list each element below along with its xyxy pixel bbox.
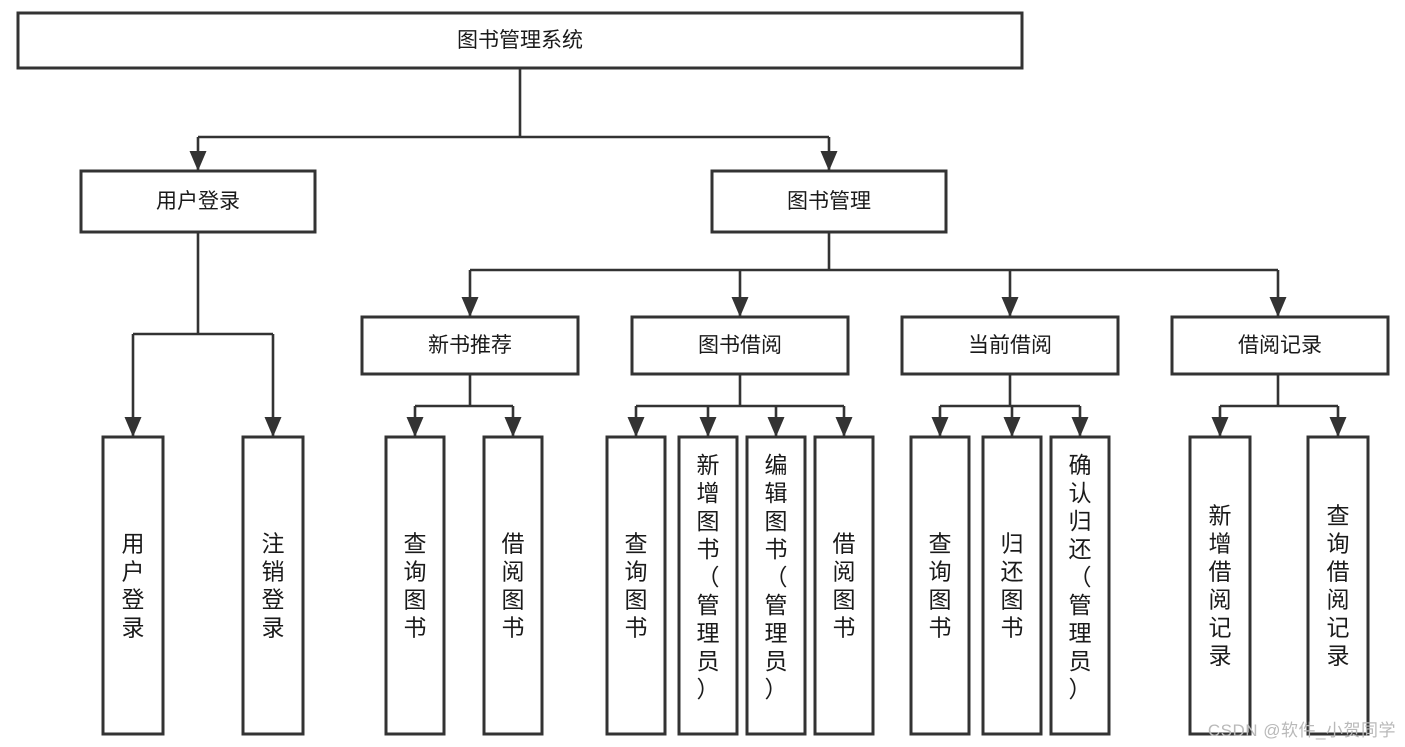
connector-user-login-to-leaves [124, 232, 282, 437]
node-label: 图书管理系统 [457, 29, 583, 52]
node-label: 确认归还（管理员） [1069, 452, 1092, 702]
node-book-borrow[interactable]: 图书借阅 [630, 315, 850, 376]
connector-current-borrow-to-leaves [931, 374, 1089, 437]
node-label: 图书借阅 [698, 334, 782, 357]
node-leaf-edit-book[interactable]: 编辑图书（管理员） [745, 435, 807, 736]
connector-root-to-level2 [189, 68, 838, 171]
node-leaf-user-logout[interactable]: 注销登录 [241, 435, 305, 736]
node-label: 用户登录 [156, 190, 240, 213]
node-label: 查询借阅记录 [1327, 502, 1350, 668]
node-label: 编辑图书（管理员） [765, 452, 788, 702]
node-label: 借阅图书 [502, 530, 525, 640]
connector-borrow-record-to-leaves [1211, 374, 1347, 437]
node-leaf-query-book-cb[interactable]: 查询图书 [909, 435, 971, 736]
connector-book-admin-to-level3 [461, 232, 1287, 317]
node-label: 归还图书 [1001, 530, 1024, 640]
node-leaf-return-book[interactable]: 归还图书 [981, 435, 1043, 736]
node-label: 查询图书 [404, 530, 427, 640]
node-leaf-add-book[interactable]: 新增图书（管理员） [677, 435, 739, 736]
node-user-login[interactable]: 用户登录 [79, 169, 317, 234]
node-leaf-borrow-book-rec[interactable]: 借阅图书 [482, 435, 544, 736]
node-label: 图书管理 [787, 190, 871, 213]
node-leaf-add-record[interactable]: 新增借阅记录 [1188, 435, 1252, 736]
connector-book-borrow-to-leaves [627, 374, 853, 437]
node-book-admin[interactable]: 图书管理 [710, 169, 948, 234]
node-label: 借阅图书 [833, 530, 856, 640]
node-label: 注销登录 [262, 530, 285, 640]
node-leaf-query-book-rec[interactable]: 查询图书 [384, 435, 446, 736]
node-leaf-query-book-bw[interactable]: 查询图书 [605, 435, 667, 736]
node-leaf-borrow-book-bw[interactable]: 借阅图书 [813, 435, 875, 736]
node-label: 查询图书 [929, 530, 952, 640]
node-label: 借阅记录 [1238, 334, 1322, 357]
node-label: 新增借阅记录 [1209, 502, 1232, 668]
connector-new-book-rec-to-leaves [406, 374, 522, 437]
node-label: 新书推荐 [428, 334, 512, 357]
node-label: 当前借阅 [968, 334, 1052, 357]
node-leaf-query-record[interactable]: 查询借阅记录 [1306, 435, 1370, 736]
node-leaf-user-login[interactable]: 用户登录 [101, 435, 165, 736]
csdn-watermark: CSDN @软件_小贺同学 [1207, 721, 1396, 740]
node-label: 用户登录 [122, 530, 145, 640]
nodes-layer: 图书管理系统用户登录图书管理新书推荐图书借阅当前借阅借阅记录用户登录注销登录查询… [16, 11, 1390, 736]
node-borrow-record[interactable]: 借阅记录 [1170, 315, 1390, 376]
node-label: 查询图书 [625, 530, 648, 640]
node-new-book-rec[interactable]: 新书推荐 [360, 315, 580, 376]
node-leaf-confirm-return[interactable]: 确认归还（管理员） [1049, 435, 1111, 736]
connectors-layer [124, 68, 1347, 437]
node-root[interactable]: 图书管理系统 [16, 11, 1024, 70]
node-current-borrow[interactable]: 当前借阅 [900, 315, 1120, 376]
node-label: 新增图书（管理员） [697, 452, 720, 702]
